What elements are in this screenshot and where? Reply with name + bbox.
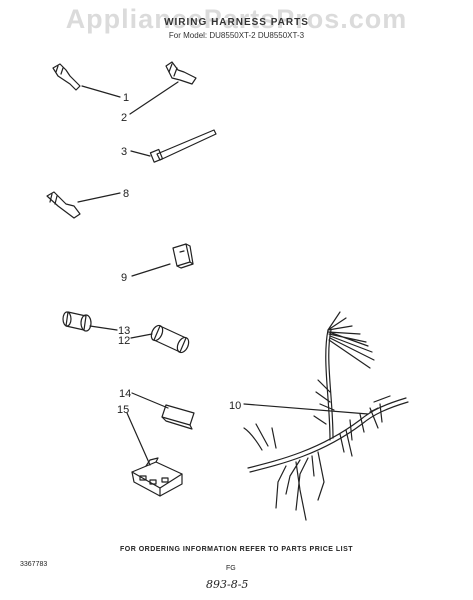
part-9-connector-block (131, 243, 194, 277)
document-number: 3367783 (20, 561, 48, 568)
callout-2: 2 (121, 112, 127, 124)
handwritten-note: 893-8-5 (206, 578, 249, 591)
watermark: AppliancePartsPros.com (65, 4, 408, 34)
callout-12: 12 (118, 335, 130, 347)
callout-3: 3 (121, 146, 127, 158)
part-2-terminal (129, 61, 197, 115)
callout-10: 10 (229, 400, 241, 412)
ordering-info-footer: FOR ORDERING INFORMATION REFER TO PARTS … (119, 546, 354, 553)
callout-13: 13 (118, 325, 130, 337)
part-13-ring-connector (62, 311, 118, 332)
part-3-cable-tie (130, 129, 217, 163)
part-12-sleeve (130, 324, 190, 354)
part-14-connector (131, 392, 195, 430)
part-15-multipin-connector (126, 412, 183, 497)
callout-1: 1 (123, 92, 129, 104)
callout-9: 9 (121, 272, 127, 284)
model-subtitle: For Model: DU8550XT-2 DU8550XT-3 (168, 31, 305, 40)
callout-8: 8 (123, 188, 129, 200)
part-10-wiring-harness (243, 311, 409, 521)
diagram-title: WIRING HARNESS PARTS (164, 17, 309, 28)
callout-15: 15 (117, 404, 129, 416)
part-8-terminal (46, 191, 121, 219)
callout-14: 14 (119, 388, 131, 400)
page-code: FG (226, 565, 236, 572)
part-1-terminal (52, 63, 121, 98)
